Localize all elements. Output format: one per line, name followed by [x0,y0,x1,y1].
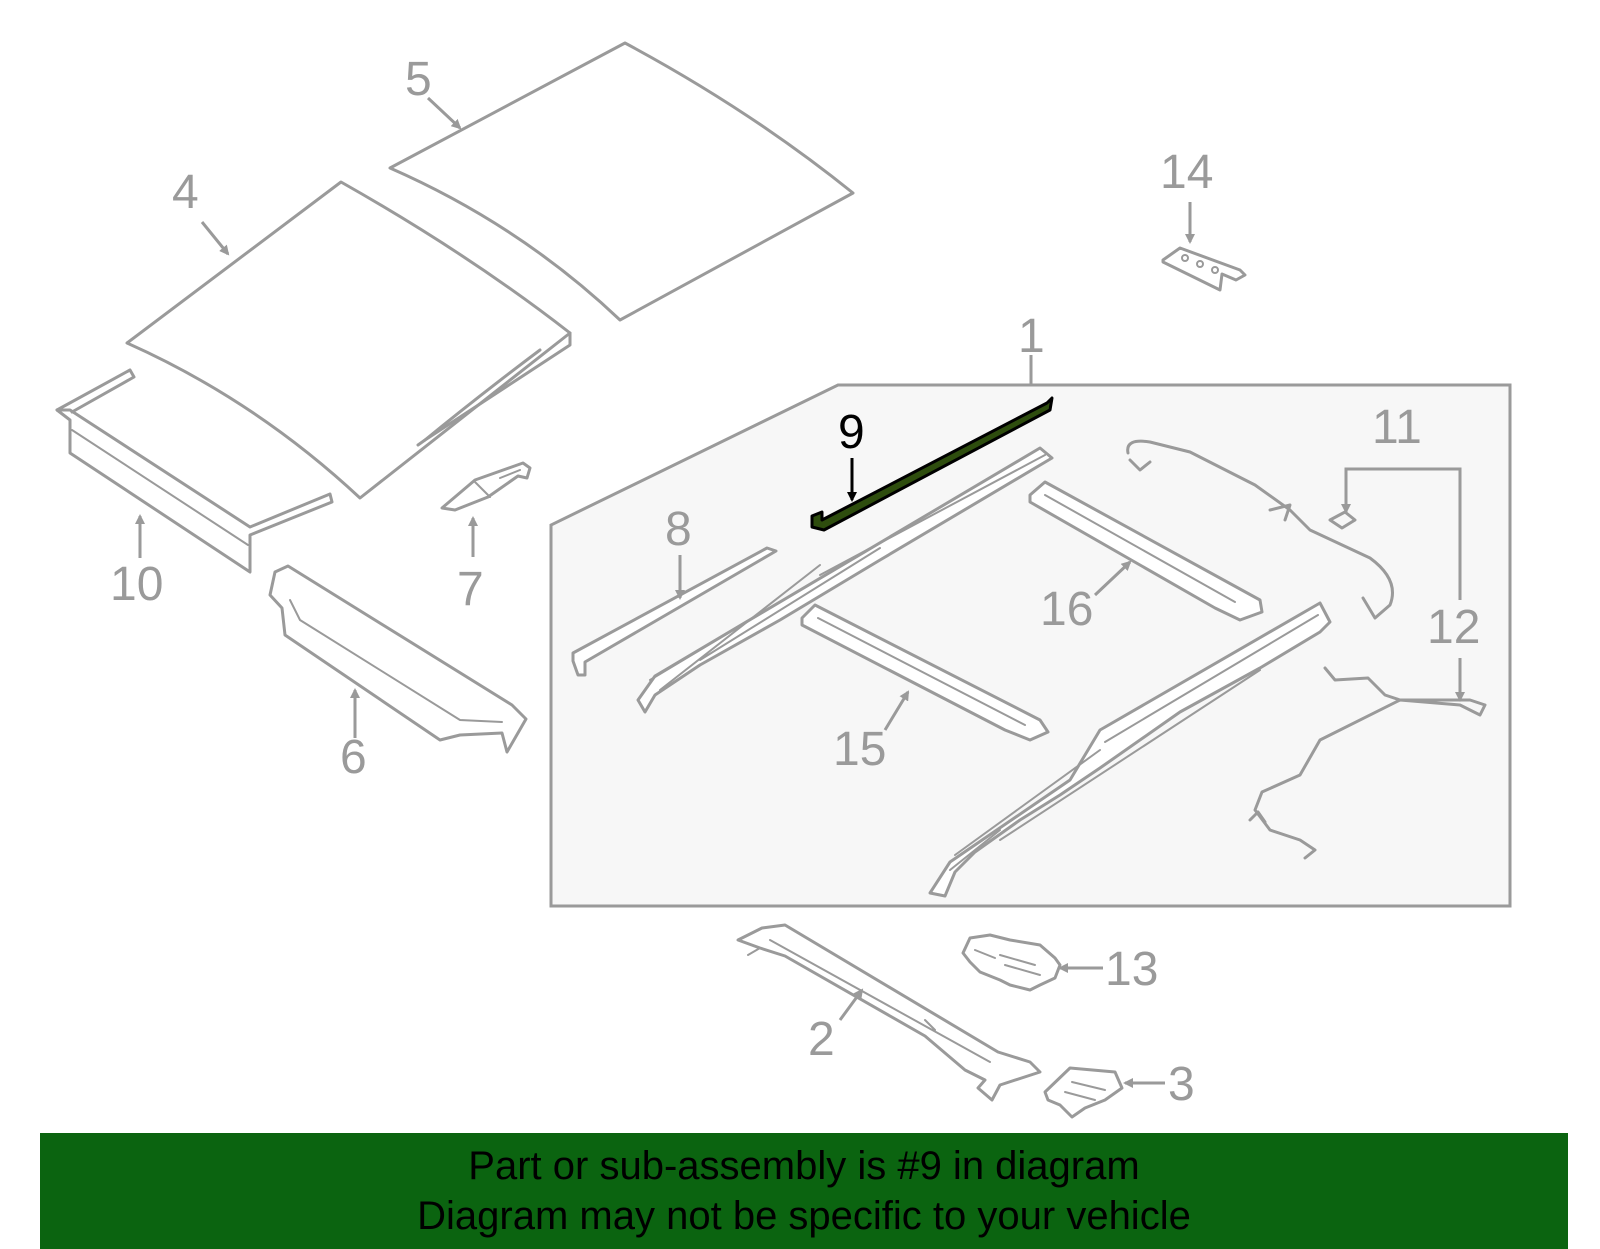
part-6-rear-bow-inner [289,599,503,723]
callout-7: 7 [457,563,484,616]
left-guide-rail-detail [649,454,1046,691]
part-14-hole [1211,266,1219,274]
part-10-front-header [55,408,334,574]
callout-1: 1 [1018,310,1045,363]
callout-4: 4 [172,166,199,219]
part-2-rear-rail [736,923,1042,1102]
leader-11-bracket [1344,467,1462,600]
leader-4 [200,221,230,256]
leader-5 [426,96,462,130]
leader-16 [1093,560,1132,597]
callout-15: 15 [833,723,886,776]
part-7-bracket [440,461,532,512]
part-3-bracket [1043,1066,1124,1119]
part-2-detail [747,939,991,1063]
callout-9: 9 [838,406,865,459]
part-4-roof-flange [423,348,542,442]
left-guide-rail [636,446,1054,714]
part-9-seal-strip [810,396,1054,532]
leader-15 [883,690,910,731]
part-13-motor [961,933,1062,992]
part-8-drain-channel [571,546,778,677]
part-10-header-top [55,368,136,414]
leader-2 [838,988,864,1021]
part-14-hole [1181,254,1189,262]
part-12-cable-end [1248,810,1267,824]
callout-10: 10 [110,558,163,611]
part-5-glass-panel [388,41,855,322]
sunroof-assembly-panel [549,383,1512,908]
part-12-cable [1253,666,1487,860]
part-4-roof-edge [416,331,572,447]
callout-3: 3 [1168,1058,1195,1111]
callout-8: 8 [665,503,692,556]
callout-13: 13 [1105,943,1158,996]
part-14-hole [1196,260,1204,268]
part-14-plate [1161,246,1247,292]
part-13-detail [974,949,1041,976]
callout-11: 11 [1372,401,1422,454]
right-guide-rail-detail [949,614,1319,871]
callout-6: 6 [340,731,367,784]
part-11-cable-end [1128,458,1292,522]
callout-2: 2 [808,1013,835,1066]
part-10-header-line [71,429,249,546]
part-6-rear-bow [268,564,528,754]
part-15-detail [817,617,1026,726]
part-11-clip [1328,510,1357,530]
part-16-detail [1044,494,1236,603]
callout-16: 16 [1040,583,1093,636]
callout-14: 14 [1160,146,1213,199]
callout-12: 12 [1427,601,1480,654]
caption-line-1: Part or sub-assembly is #9 in diagram [468,1144,1140,1188]
part-7-bracket-detail [474,469,521,498]
right-guide-rail [928,601,1332,898]
callout-5: 5 [405,53,432,106]
part-3-detail [1064,1081,1106,1101]
part-11-cable [1126,439,1394,620]
caption-line-2: Diagram may not be specific to your vehi… [417,1194,1191,1238]
caption-banner: Part or sub-assembly is #9 in diagram Di… [40,1133,1568,1249]
